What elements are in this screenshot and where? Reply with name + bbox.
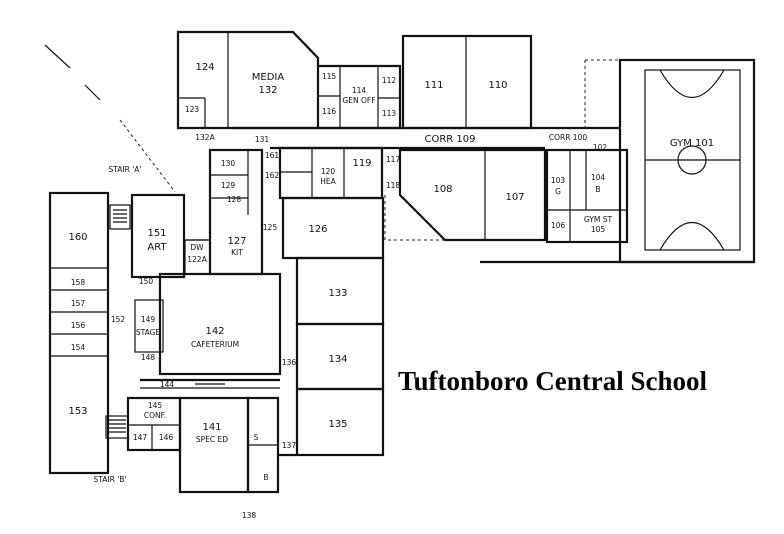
room-150: 150 bbox=[139, 277, 154, 286]
room-113: 113 bbox=[382, 109, 397, 118]
cafeterium bbox=[134, 272, 282, 389]
room-112: 112 bbox=[382, 76, 397, 85]
stair-a-label: STAIR 'A' bbox=[109, 165, 142, 174]
room-132a: 132A bbox=[195, 133, 215, 142]
room-stage: STAGE bbox=[136, 328, 161, 337]
room-110: 110 bbox=[488, 80, 507, 91]
room-b-south: B bbox=[263, 473, 268, 482]
room-129: 129 bbox=[221, 181, 236, 190]
south-block bbox=[126, 396, 297, 494]
room-142: 142 bbox=[205, 326, 224, 337]
room-health: HEA bbox=[320, 177, 336, 186]
room-127: 127 bbox=[227, 236, 246, 247]
corridor-100-label: CORR 100 bbox=[549, 133, 587, 142]
gym-label: GYM 101 bbox=[670, 138, 714, 149]
room-147: 147 bbox=[133, 433, 148, 442]
room-special-ed: SPEC ED bbox=[196, 435, 228, 444]
room-120: 120 bbox=[321, 167, 336, 176]
room-labels: 124 MEDIA 132 123 132A 115 116 114 GEN O… bbox=[68, 62, 714, 520]
room-115: 115 bbox=[322, 72, 337, 81]
room-dw: DW bbox=[190, 243, 204, 252]
room-art: ART bbox=[147, 242, 167, 253]
room-107: 107 bbox=[505, 192, 524, 203]
room-125: 125 bbox=[263, 223, 278, 232]
room-145: 145 bbox=[148, 401, 163, 410]
room-b: B bbox=[595, 185, 600, 194]
room-141: 141 bbox=[202, 422, 221, 433]
room-156: 156 bbox=[71, 321, 86, 330]
stair-b-label: STAIR 'B' bbox=[94, 475, 127, 484]
room-117: 117 bbox=[386, 155, 401, 164]
room-media: MEDIA bbox=[252, 72, 285, 83]
room-161: 161 bbox=[265, 151, 280, 160]
room-123: 123 bbox=[185, 105, 200, 114]
room-106: 106 bbox=[551, 221, 566, 230]
room-g: G bbox=[555, 187, 561, 196]
room-gen-off: GEN OFF bbox=[342, 96, 375, 105]
west-wing bbox=[48, 191, 186, 475]
room-102: 102 bbox=[593, 143, 608, 152]
room-133: 133 bbox=[328, 288, 347, 299]
corridor-109-label: CORR 109 bbox=[424, 134, 475, 145]
room-105: 105 bbox=[591, 225, 606, 234]
room-148: 148 bbox=[141, 353, 156, 362]
room-122a: 122A bbox=[187, 255, 207, 264]
room-cafeterium: CAFETERIUM bbox=[191, 340, 239, 349]
gym-101 bbox=[480, 58, 756, 264]
room-154: 154 bbox=[71, 343, 86, 352]
room-124: 124 bbox=[195, 62, 214, 73]
room-135: 135 bbox=[328, 419, 347, 430]
room-137: 137 bbox=[282, 441, 297, 450]
room-conference: CONF. bbox=[144, 411, 166, 420]
room-130: 130 bbox=[221, 159, 236, 168]
room-152: 152 bbox=[111, 315, 126, 324]
room-149: 149 bbox=[141, 315, 156, 324]
room-s: S bbox=[254, 433, 259, 442]
room-114: 114 bbox=[352, 86, 367, 95]
room-128: 128 bbox=[227, 195, 242, 204]
room-153: 153 bbox=[68, 406, 87, 417]
room-157: 157 bbox=[71, 299, 86, 308]
school-name: Tuftonboro Central School bbox=[398, 366, 708, 396]
room-118: 118 bbox=[386, 181, 401, 190]
room-134: 134 bbox=[328, 354, 347, 365]
room-108: 108 bbox=[433, 184, 452, 195]
room-116: 116 bbox=[322, 107, 337, 116]
room-138: 138 bbox=[242, 511, 257, 520]
gym-support bbox=[545, 148, 629, 244]
room-119: 119 bbox=[352, 158, 371, 169]
room-136: 136 bbox=[282, 358, 297, 367]
room-131: 131 bbox=[255, 135, 270, 144]
classroom-column bbox=[281, 196, 385, 457]
north-classrooms bbox=[401, 34, 533, 130]
room-103: 103 bbox=[551, 176, 566, 185]
room-151: 151 bbox=[147, 228, 166, 239]
room-111: 111 bbox=[424, 80, 443, 91]
room-132: 132 bbox=[258, 85, 277, 96]
room-kitchen: KIT bbox=[231, 248, 243, 257]
north-wing bbox=[176, 30, 402, 130]
room-158: 158 bbox=[71, 278, 86, 287]
room-144: 144 bbox=[160, 380, 175, 389]
room-126: 126 bbox=[308, 224, 327, 235]
room-146: 146 bbox=[159, 433, 174, 442]
room-160: 160 bbox=[68, 232, 87, 243]
room-162: 162 bbox=[265, 171, 280, 180]
scan-artifacts bbox=[44, 44, 176, 193]
east-classrooms bbox=[384, 148, 547, 242]
room-gym-storage: GYM ST bbox=[584, 215, 613, 224]
room-104: 104 bbox=[591, 173, 606, 182]
